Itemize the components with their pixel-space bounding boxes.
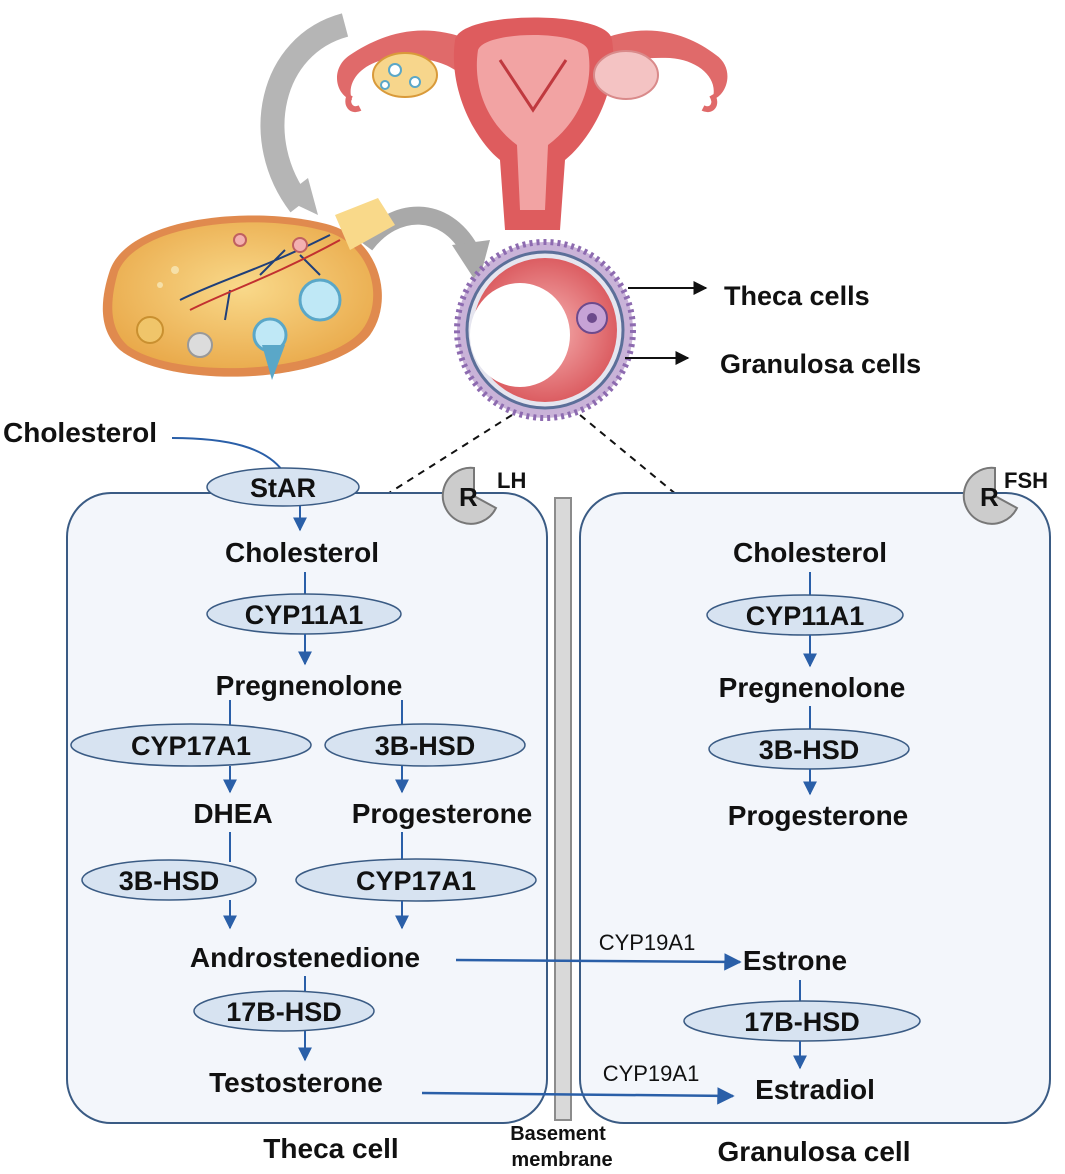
- star-enzyme: [206, 467, 360, 507]
- theca-dhea: DHEA: [193, 798, 272, 829]
- theca-progesterone: Progesterone: [352, 798, 533, 829]
- arrow-andro-to-estrone: [455, 953, 742, 971]
- basement-membrane-bar: [554, 497, 572, 1121]
- receptor-r-symbol-right: R: [980, 482, 999, 512]
- lh-label: LH: [497, 468, 526, 493]
- zoom-dashed-line-right: [579, 414, 684, 501]
- granulosa-estradiol: Estradiol: [755, 1074, 875, 1105]
- fsh-label: FSH: [1004, 468, 1048, 493]
- theca-3bhsd-right-label: 3B-HSD: [375, 731, 476, 761]
- theca-cyp17a1-right-enzyme: [295, 858, 537, 902]
- arrow-cholesterol-to-star: [171, 437, 283, 471]
- cyp19a1-bottom-label: CYP19A1: [603, 1061, 700, 1086]
- basement-membrane-label-line1: Basement: [510, 1123, 606, 1145]
- theca-cells-label: Theca cells: [724, 281, 870, 311]
- theca-pregnenolone: Pregnenolone: [216, 670, 403, 701]
- theca-17bhsd-label: 17B-HSD: [226, 997, 342, 1027]
- uterus-illustration: [318, 0, 728, 232]
- arrow-testo-to-estradiol: [421, 1087, 735, 1105]
- granulosa-progesterone: Progesterone: [728, 800, 909, 831]
- granulosa-17bhsd-label: 17B-HSD: [744, 1007, 860, 1037]
- lh-receptor: R LH: [441, 466, 526, 525]
- fsh-receptor: R FSH: [962, 466, 1048, 525]
- granulosa-cholesterol: Cholesterol: [733, 537, 887, 568]
- theca-androstenedione: Androstenedione: [190, 942, 420, 973]
- granulosa-17bhsd-enzyme: [683, 1000, 921, 1042]
- ovary-illustration: [102, 198, 395, 380]
- receptor-r-symbol-left: R: [459, 482, 478, 512]
- theca-cyp17a1-left-enzyme: [70, 723, 312, 767]
- granulosa-pregnenolone: Pregnenolone: [719, 672, 906, 703]
- theca-cyp17a1-left-label: CYP17A1: [131, 731, 251, 761]
- theca-cyp17a1-right-label: CYP17A1: [356, 866, 476, 896]
- theca-17bhsd-enzyme: [193, 990, 375, 1032]
- theca-cell-label: Theca cell: [263, 1133, 398, 1164]
- theca-testosterone: Testosterone: [209, 1067, 383, 1098]
- theca-cyp11a1-label: CYP11A1: [245, 600, 364, 630]
- follicle-illustration: [454, 239, 636, 421]
- zoom-dashed-line-left: [377, 414, 513, 501]
- granulosa-3bhsd-label: 3B-HSD: [759, 735, 860, 765]
- theca-3bhsd-right-enzyme: [324, 723, 526, 767]
- theca-3bhsd-left-label: 3B-HSD: [119, 866, 220, 896]
- granulosa-cell-box: [579, 492, 1051, 1124]
- granulosa-cyp11a1-label: CYP11A1: [746, 601, 865, 631]
- granulosa-cyp11a1-enzyme: [706, 594, 904, 636]
- granulosa-cell-label: Granulosa cell: [718, 1136, 911, 1167]
- theca-cholesterol: Cholesterol: [225, 537, 379, 568]
- theca-3bhsd-left-enzyme: [81, 859, 257, 901]
- cyp19a1-top-label: CYP19A1: [599, 930, 696, 955]
- outside-cholesterol: Cholesterol: [3, 417, 157, 448]
- star-label: StAR: [250, 473, 316, 503]
- granulosa-estrone: Estrone: [743, 945, 847, 976]
- granulosa-cells-label: Granulosa cells: [720, 349, 921, 379]
- basement-membrane-label-line2: membrane: [511, 1149, 612, 1171]
